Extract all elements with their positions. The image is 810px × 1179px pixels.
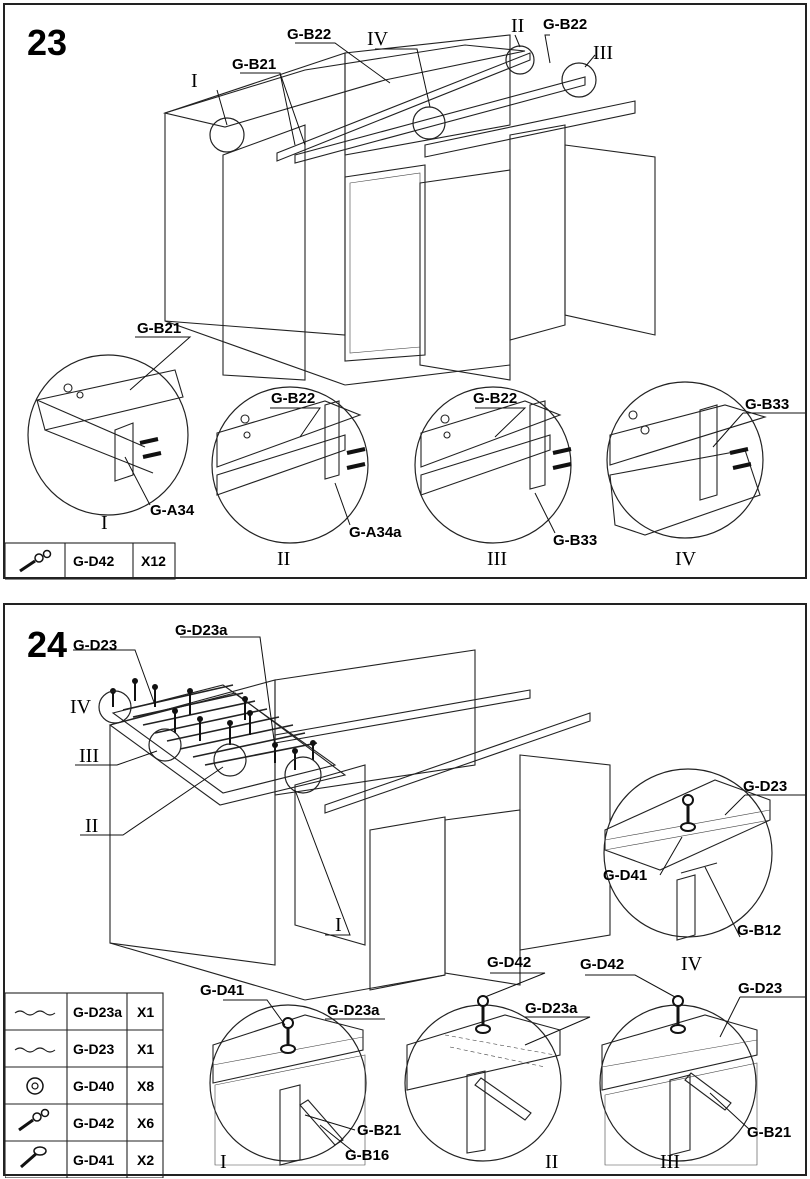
detail-iv-part-c: G-B12: [737, 922, 781, 939]
detail-iv-roman: IV: [681, 953, 703, 975]
detail-ii-part-b: G-A34a: [349, 524, 402, 541]
table-code: G-D41: [73, 1152, 114, 1168]
callout-circle-iii: [561, 62, 597, 98]
shed-structure: [108, 649, 611, 1001]
label-g-b22-top: G-B22: [287, 26, 331, 43]
detail-i-roman: I: [101, 512, 108, 534]
label-g-d23a: G-D23a: [175, 622, 228, 639]
table-qty: X12: [141, 553, 166, 569]
step-24-panel: 24 G: [3, 603, 807, 1178]
detail-iii-part-b: G-B33: [553, 532, 597, 549]
label-roman-iii: III: [593, 42, 613, 64]
label-roman-ii: II: [85, 815, 98, 837]
label-roman-ii: II: [511, 15, 524, 37]
detail-iii-part-a: G-D42: [580, 956, 624, 973]
detail-iii-part-a: G-B22: [473, 390, 517, 407]
label-roman-iv: IV: [367, 28, 389, 50]
label-roman-i: I: [191, 70, 198, 92]
table-qty: X8: [137, 1078, 154, 1094]
shed-structure: [162, 34, 656, 386]
roof-sheets: [110, 678, 337, 794]
detail-iv-part-b: G-D41: [603, 867, 647, 884]
detail-iv-roman: IV: [675, 548, 697, 570]
detail-iv-part-a: G-B33: [745, 396, 789, 413]
detail-i-part-b: G-D23a: [327, 1002, 380, 1019]
table-qty: X2: [137, 1152, 154, 1168]
detail-iv-part-a: G-D23: [743, 778, 787, 795]
callout-circle-iv: [412, 106, 446, 140]
step-number: 24: [27, 624, 67, 665]
table-code: G-D23a: [73, 1004, 122, 1020]
roof-sheet-wavy-icon: [14, 1047, 56, 1053]
table-code: G-D42: [73, 1115, 114, 1131]
label-g-b22-right: G-B22: [543, 16, 587, 33]
detail-ii: G-D42 G-D23a II: [404, 954, 591, 1173]
detail-i: G-B21 G-A34 I: [27, 320, 195, 534]
table-qty: X1: [137, 1041, 154, 1057]
table-code: G-D23: [73, 1041, 114, 1057]
detail-ii-part-a: G-D42: [487, 954, 531, 971]
detail-iii-roman: III: [487, 548, 507, 570]
callout-circle-i: [284, 756, 322, 794]
label-roman-iv: IV: [70, 696, 92, 718]
detail-iii: G-D42 G-D23 G-B21 III: [580, 956, 805, 1173]
step-23-panel: 23 I G-B21 G-B22 IV II G-B22 III: [3, 3, 807, 580]
step-23-drawing: 23 I G-B21 G-B22 IV II G-B22 III: [5, 15, 805, 580]
screw-icon: [20, 1146, 47, 1169]
step-number: 23: [27, 22, 67, 63]
detail-ii: G-B22 G-A34a II: [211, 386, 402, 570]
table-code: G-D40: [73, 1078, 114, 1094]
detail-i-part-b: G-A34: [150, 502, 195, 519]
detail-ii-roman: II: [277, 548, 290, 570]
detail-ii-part-b: G-D23a: [525, 1000, 578, 1017]
parts-table: G-D23a X1 G-D23 X1 G-D40 X8 G-D42 X6 G-D…: [5, 992, 164, 1178]
table-qty: X1: [137, 1004, 154, 1020]
detail-iii: G-B22 G-B33 III: [414, 386, 597, 570]
detail-i-roman: I: [220, 1151, 227, 1173]
detail-iii-roman: III: [660, 1151, 680, 1173]
callout-circle-ii: [213, 743, 247, 777]
bolt-nut-icon: [18, 1108, 50, 1132]
step-24-drawing: 24 G: [5, 622, 805, 1178]
callout-circle-i: [209, 117, 245, 153]
bolt-nut-icon: [19, 549, 52, 573]
table-code: G-D42: [73, 553, 114, 569]
detail-i-part-a: G-B21: [137, 320, 181, 337]
roof-sheet-wavy-icon: [14, 1010, 56, 1016]
label-roman-i: I: [335, 914, 342, 936]
label-roman-iii: III: [79, 745, 99, 767]
detail-iv: G-D23 G-D41 G-B12 IV: [603, 768, 805, 975]
detail-i-part-c: G-B21: [357, 1122, 401, 1139]
detail-iii-part-b: G-D23: [738, 980, 782, 997]
washer-icon: [26, 1077, 44, 1095]
callout-circle-iv: [98, 690, 132, 724]
detail-ii-roman: II: [545, 1151, 558, 1173]
detail-iv: G-B33 IV: [606, 381, 805, 570]
detail-i: G-D41 G-D23a G-B21 G-B16 I: [200, 982, 401, 1173]
detail-i-part-d: G-B16: [345, 1147, 389, 1164]
label-g-b21: G-B21: [232, 56, 276, 73]
parts-table: G-D42 X12: [5, 542, 176, 580]
table-qty: X6: [137, 1115, 154, 1131]
callout-circle-iii: [148, 728, 182, 762]
detail-iii-part-c: G-B21: [747, 1124, 791, 1141]
label-g-d23: G-D23: [73, 637, 117, 654]
detail-i-part-a: G-D41: [200, 982, 244, 999]
detail-ii-part-a: G-B22: [271, 390, 315, 407]
